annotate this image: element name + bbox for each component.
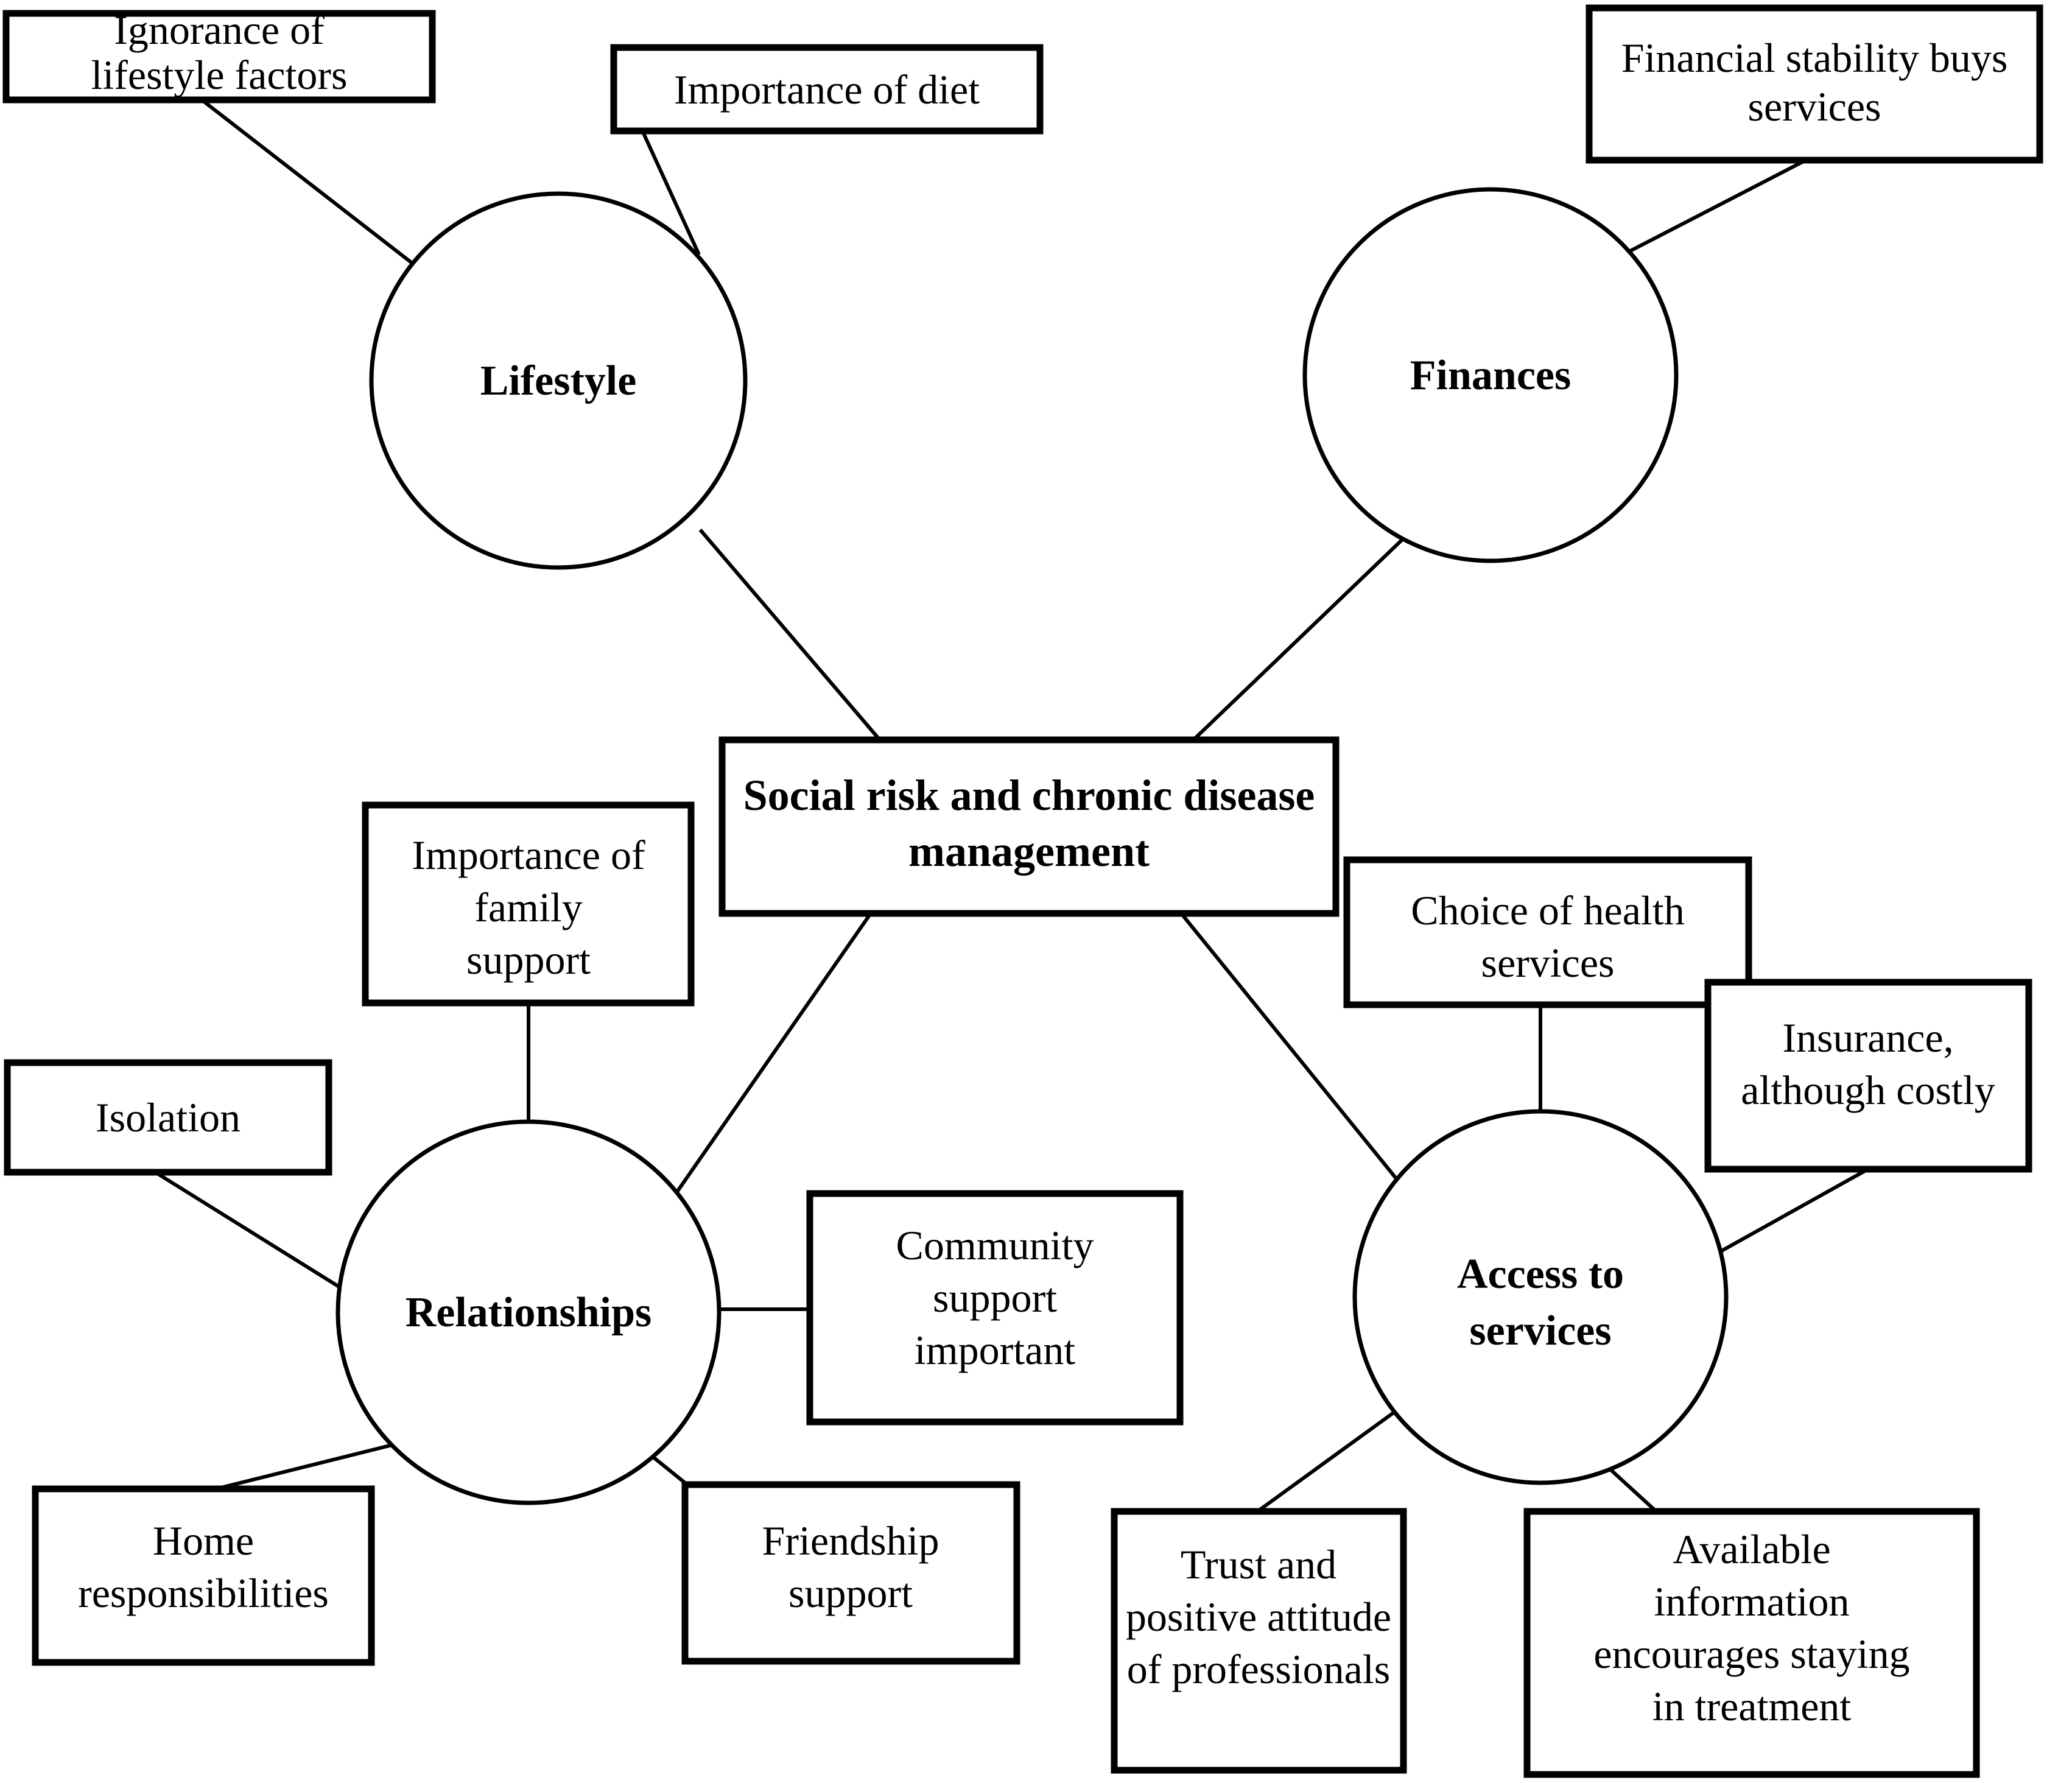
node-isolation-line-0: Isolation	[96, 1094, 241, 1141]
node-available-information-line-3: in treatment	[1652, 1683, 1852, 1729]
node-family-support-line-2: support	[466, 937, 591, 983]
node-friendship-support-line-1: support	[788, 1570, 913, 1616]
edge-group	[154, 67, 1869, 1512]
node-friendship-support[interactable]: Friendship support	[681, 1481, 1020, 1665]
node-choice-health-services[interactable]: Choice of health services	[1343, 856, 1752, 1008]
node-ignorance[interactable]: Ignorance of lifestyle factors	[2, 7, 436, 104]
node-insurance-line-0: Insurance,	[1782, 1015, 1953, 1061]
node-diet-line-0: Importance of diet	[674, 66, 980, 113]
edge-center-access	[1179, 912, 1405, 1189]
edge-center-lifestyle	[698, 529, 882, 741]
node-relationships[interactable]: Relationships	[335, 1119, 722, 1505]
node-home-responsibilities-line-0: Home	[153, 1517, 254, 1564]
node-friendship-support-line-0: Friendship	[762, 1517, 939, 1564]
node-access-label-line-1: services	[1469, 1307, 1611, 1354]
node-center-line-0: Social risk and chronic disease	[743, 771, 1315, 820]
node-community-support-line-0: Community	[896, 1222, 1094, 1268]
node-access-label-line-0: Access to	[1457, 1251, 1624, 1298]
node-available-information[interactable]: Available information encourages staying…	[1523, 1508, 1980, 1778]
node-center-line-1: management	[908, 827, 1150, 876]
node-diet[interactable]: Importance of diet	[610, 44, 1044, 135]
node-lifestyle[interactable]: Lifestyle	[369, 191, 748, 570]
edge-financial-stability-finances	[1622, 158, 1807, 256]
edge-home-responsibilities-relationships	[216, 1437, 420, 1491]
node-financial-stability[interactable]: Financial stability buys services	[1586, 4, 2043, 164]
node-available-information-line-0: Available	[1673, 1526, 1830, 1572]
node-available-information-line-1: information	[1654, 1578, 1849, 1625]
node-ignorance-line-1: lifestyle factors	[91, 52, 347, 98]
node-finances[interactable]: Finances	[1302, 187, 1679, 563]
node-ignorance-line-0: Ignorance of	[114, 7, 325, 53]
node-trust-professionals-line-1: positive attitude	[1126, 1594, 1391, 1640]
node-insurance-line-1: although costly	[1741, 1067, 1995, 1113]
node-home-responsibilities-line-1: responsibilities	[78, 1570, 329, 1616]
node-center[interactable]: Social risk and chronic disease manageme…	[718, 736, 1340, 917]
node-community-support-line-1: support	[933, 1275, 1057, 1321]
node-family-support-line-1: family	[474, 884, 583, 930]
node-financial-stability-line-1: services	[1747, 83, 1881, 130]
node-isolation[interactable]: Isolation	[4, 1059, 332, 1176]
edge-isolation-relationships	[154, 1170, 362, 1302]
node-financial-stability-line-0: Financial stability buys	[1621, 35, 2008, 81]
node-available-information-line-2: encourages staying	[1593, 1631, 1909, 1677]
node-trust-professionals-line-2: of professionals	[1127, 1646, 1390, 1692]
node-trust-professionals[interactable]: Trust and positive attitude of professio…	[1111, 1508, 1407, 1774]
node-lifestyle-label: Lifestyle	[480, 357, 637, 404]
node-choice-health-services-line-0: Choice of health	[1411, 887, 1684, 934]
node-access[interactable]: Access to services	[1352, 1109, 1729, 1485]
node-choice-health-services-line-1: services	[1481, 940, 1614, 986]
edge-center-relationships	[674, 912, 873, 1195]
edge-ignorance-lifestyle	[200, 97, 427, 276]
edge-center-finances	[1192, 527, 1416, 742]
edge-trust-professionals-access	[1258, 1393, 1420, 1512]
node-community-support[interactable]: Community support important	[806, 1190, 1184, 1426]
node-finances-label: Finances	[1410, 352, 1571, 399]
node-family-support[interactable]: Importance of family support	[362, 801, 695, 1007]
node-insurance[interactable]: Insurance, although costly	[1704, 979, 2032, 1173]
node-family-support-line-0: Importance of	[412, 832, 645, 878]
node-community-support-line-2: important	[915, 1327, 1076, 1373]
node-trust-professionals-line-0: Trust and	[1181, 1541, 1336, 1588]
edge-insurance-access	[1698, 1167, 1869, 1265]
node-relationships-label: Relationships	[406, 1289, 652, 1336]
node-home-responsibilities[interactable]: Home responsibilities	[32, 1485, 375, 1666]
